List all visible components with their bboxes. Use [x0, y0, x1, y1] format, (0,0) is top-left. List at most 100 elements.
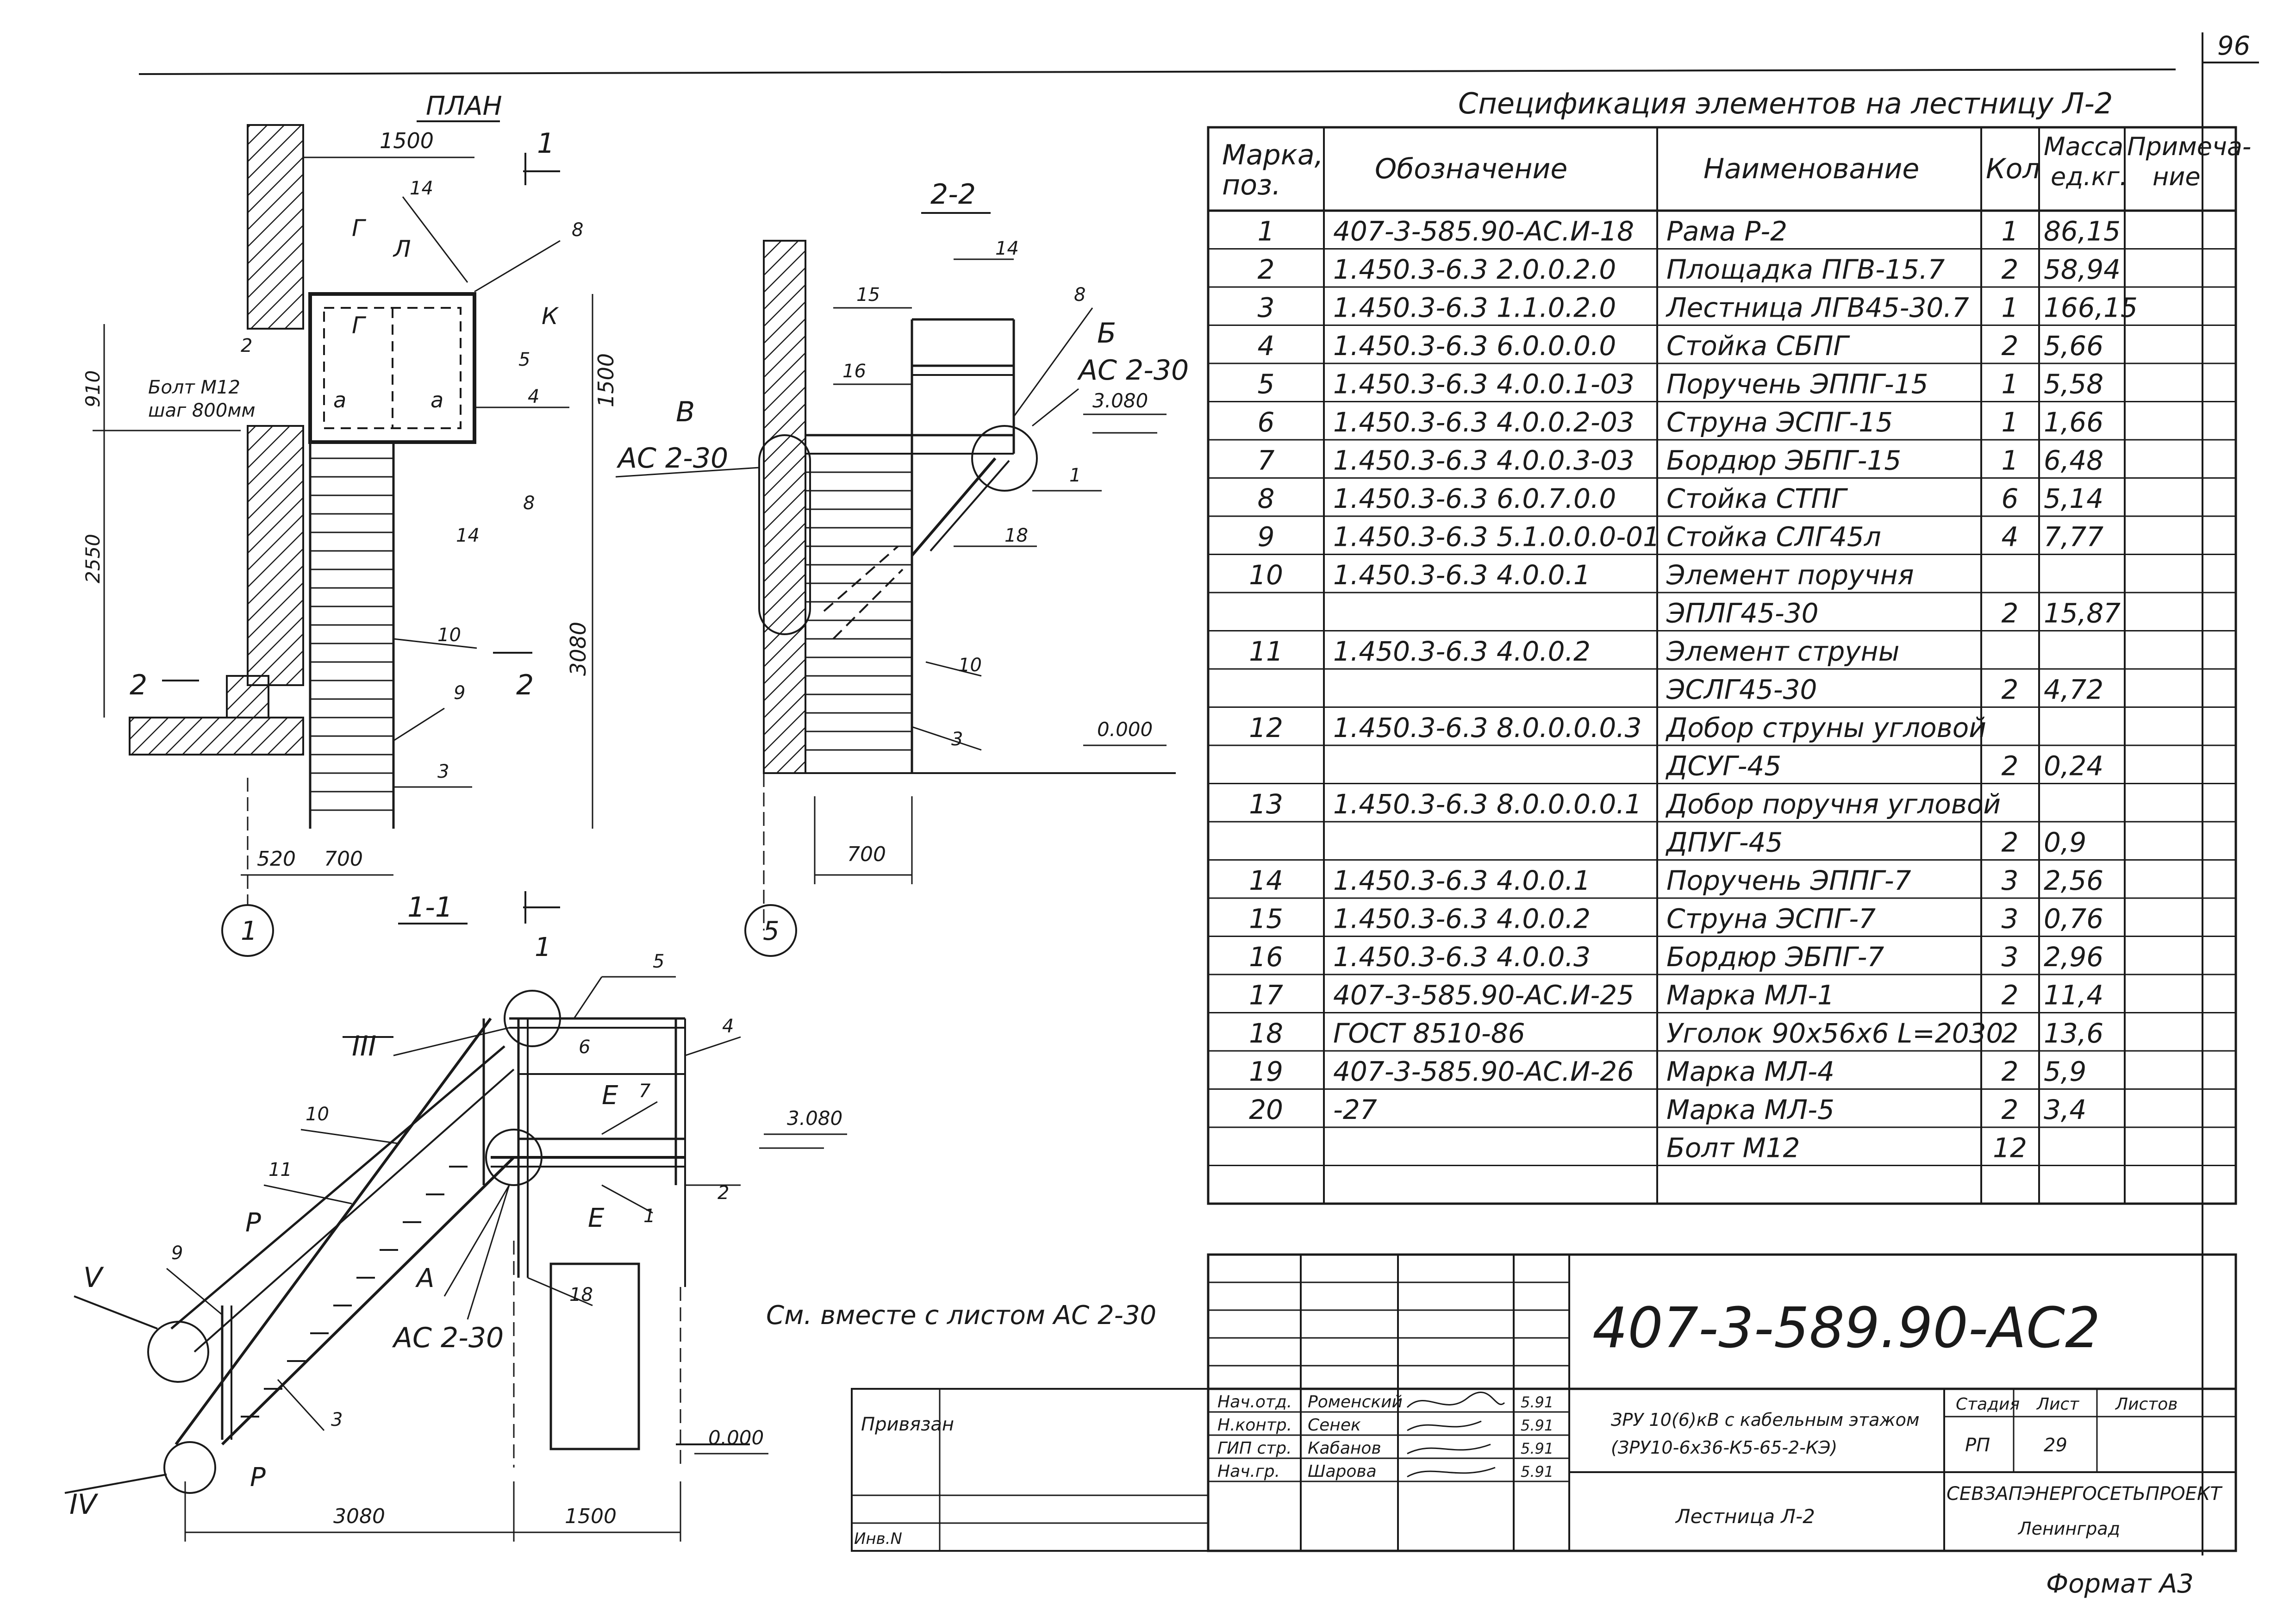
plan-dim-1500-top: 1500: [380, 128, 434, 153]
axis-label-1: 1: [241, 916, 257, 946]
section-1-1-view: 5 4 6 7 1 2 10 11 9 3 18 III V IV Р Р Е …: [64, 951, 847, 1542]
spec-cell-name: Бордюр ЭБПГ-15: [1666, 444, 1901, 476]
spec-cell-name: ЭСЛГ45-30: [1666, 674, 1817, 705]
detail-a-circle: [485, 1129, 543, 1186]
spec-cell-code: 1.450.3-6.3 6.0.7.0.0: [1333, 483, 1616, 514]
spec-cell-code: 1.450.3-6.3 4.0.0.2: [1333, 636, 1591, 667]
spec-cell-qty: 2: [2002, 1018, 2019, 1049]
spec-cell-name: Уголок 90х56х6 L=2030: [1666, 1018, 2003, 1049]
spec-cell-mass: 2,56: [2044, 865, 2103, 896]
see-also-note: См. вместе с листом АС 2-30: [766, 1300, 1156, 1330]
axis-bubble-5: [744, 904, 797, 957]
spec-cell-pos: 20: [1249, 1094, 1283, 1125]
plan-callout-14b: 14: [456, 525, 480, 546]
spec-cell-pos: 11: [1249, 636, 1283, 667]
spec-cell-name: Марка МЛ-4: [1666, 1056, 1834, 1087]
spec-cell-mass: 5,9: [2044, 1056, 2086, 1087]
sheet-value: 29: [2044, 1435, 2067, 1456]
spec-cell-name: Элемент поручня: [1666, 559, 1914, 591]
date-4: 5.91: [1521, 1463, 1554, 1480]
plan-callout-10: 10: [437, 625, 461, 646]
spec-cell-code: 407-3-585.90-АС.И-25: [1333, 979, 1634, 1011]
spec-cell-mass: 5,66: [2044, 330, 2103, 362]
spec-cell-code: 1.450.3-6.3 1.1.0.2.0: [1333, 292, 1616, 323]
name-2: Сенек: [1308, 1416, 1361, 1435]
section-2-2-view: 2-2: [615, 178, 1189, 957]
spec-cell-mass: 6,48: [2044, 444, 2103, 476]
spec-header-qty: Кол: [1986, 153, 2040, 185]
section22-callout-15: 15: [856, 284, 880, 306]
section22-treads: [805, 471, 912, 751]
spec-cell-pos: 13: [1249, 788, 1283, 820]
spec-cell-name: Добор поручня угловой: [1665, 788, 2001, 820]
detail-iv-circle: [163, 1441, 216, 1494]
spec-cell-name: Поручень ЭППГ-7: [1666, 865, 1911, 896]
section22-callout-8: 8: [1074, 284, 1086, 306]
role-2: Н.контр.: [1217, 1416, 1292, 1435]
spec-cell-mass: 5,14: [2044, 483, 2103, 514]
plan-callout-8b: 8: [523, 493, 535, 514]
spec-cell-pos: 5: [1258, 368, 1275, 400]
plan-dim-700: 700: [324, 847, 363, 871]
spec-cell-code: 1.450.3-6.3 6.0.0.0.0: [1333, 330, 1616, 362]
spec-cell-qty: 3: [2002, 865, 2019, 896]
stair-treads: [310, 457, 393, 811]
spec-cell-code: 1.450.3-6.3 4.0.0.3: [1333, 941, 1591, 973]
section11-level-bottom: 0.000: [708, 1426, 764, 1449]
spec-cell-pos: 8: [1258, 483, 1275, 514]
date-1: 5.91: [1521, 1393, 1554, 1411]
bolt-note-1: Болт М12: [148, 377, 240, 398]
section11-mark-iv: IV: [69, 1488, 99, 1521]
spec-cell-name: ЭПЛГ45-30: [1666, 597, 1819, 629]
detail-iii-circle: [504, 990, 561, 1047]
spec-cell-qty: 3: [2002, 903, 2019, 934]
spec-cell-code: 1.450.3-6.3 4.0.0.2-03: [1333, 406, 1635, 438]
floor-slab: [129, 717, 304, 756]
spec-cell-qty: 2: [2002, 826, 2019, 858]
view-mark-k: К: [542, 303, 559, 330]
plan-callout-3: 3: [437, 761, 449, 782]
section11-callout-11: 11: [268, 1159, 292, 1181]
title-block: Привязан Инв.N Нач.отд. Н.контр. ГИП стр…: [851, 1253, 2237, 1552]
view-mark-a-right: а: [430, 387, 443, 412]
date-2: 5.91: [1521, 1417, 1554, 1434]
section22-callout-3: 3: [951, 729, 963, 750]
spec-cell-pos: 3: [1258, 292, 1275, 323]
spec-header-mass-2: ед.кг.: [2051, 162, 2128, 191]
spec-cell-mass: 0,24: [2044, 750, 2103, 781]
organization: СЕВЗАПЭНЕРГОСЕТЬПРОЕКТ: [1947, 1483, 2223, 1505]
spec-header-name: Наименование: [1703, 153, 1919, 185]
plan-callout-9: 9: [454, 682, 465, 704]
spec-cell-mass: 5,58: [2044, 368, 2103, 400]
section-mark-1-top: 1: [537, 127, 555, 160]
section22-title: 2-2: [930, 178, 976, 211]
spec-cell-code: 1.450.3-6.3 8.0.0.0.0.3: [1333, 712, 1642, 743]
spec-cell-qty: 4: [2002, 521, 2019, 552]
sheet-top-border: [138, 69, 2176, 75]
sheet-label: Лист: [2036, 1395, 2079, 1414]
privyazan-label: Привязан: [861, 1414, 954, 1435]
spec-cell-name: Лестница ЛГВ45-30.7: [1666, 292, 1969, 323]
format-note: Формат А3: [2046, 1569, 2194, 1599]
section-mark-1-bottom: 1: [535, 932, 551, 962]
spec-cell-qty: 2: [2002, 330, 2019, 362]
section11-mark-iii: III: [352, 1030, 376, 1062]
specification-table: Спецификация элементов на лестницу Л-2 М…: [1207, 87, 2251, 1205]
section22-mark-b: Б: [1097, 317, 1116, 350]
plan-view: ПЛАН: [81, 91, 618, 962]
spec-header-pos-2: поз.: [1222, 169, 1281, 201]
section11-mark-v: V: [83, 1262, 104, 1294]
spec-cell-name: Рама Р-2: [1666, 215, 1787, 247]
spec-cell-qty: 2: [2002, 750, 2019, 781]
spec-cell-qty: 6: [2002, 483, 2019, 514]
sheets-label: Листов: [2115, 1395, 2177, 1414]
spec-cell-qty: 2: [2002, 1094, 2019, 1125]
role-4: Нач.гр.: [1217, 1462, 1280, 1481]
section22-callout-16: 16: [842, 361, 866, 382]
section11-mark-a: А: [415, 1263, 434, 1293]
spec-cell-code: 1.450.3-6.3 4.0.0.1-03: [1333, 368, 1635, 400]
spec-cell-name: Марка МЛ-5: [1666, 1094, 1834, 1125]
spec-cell-mass: 4,72: [2044, 674, 2103, 705]
section11-callout-2: 2: [718, 1182, 729, 1204]
